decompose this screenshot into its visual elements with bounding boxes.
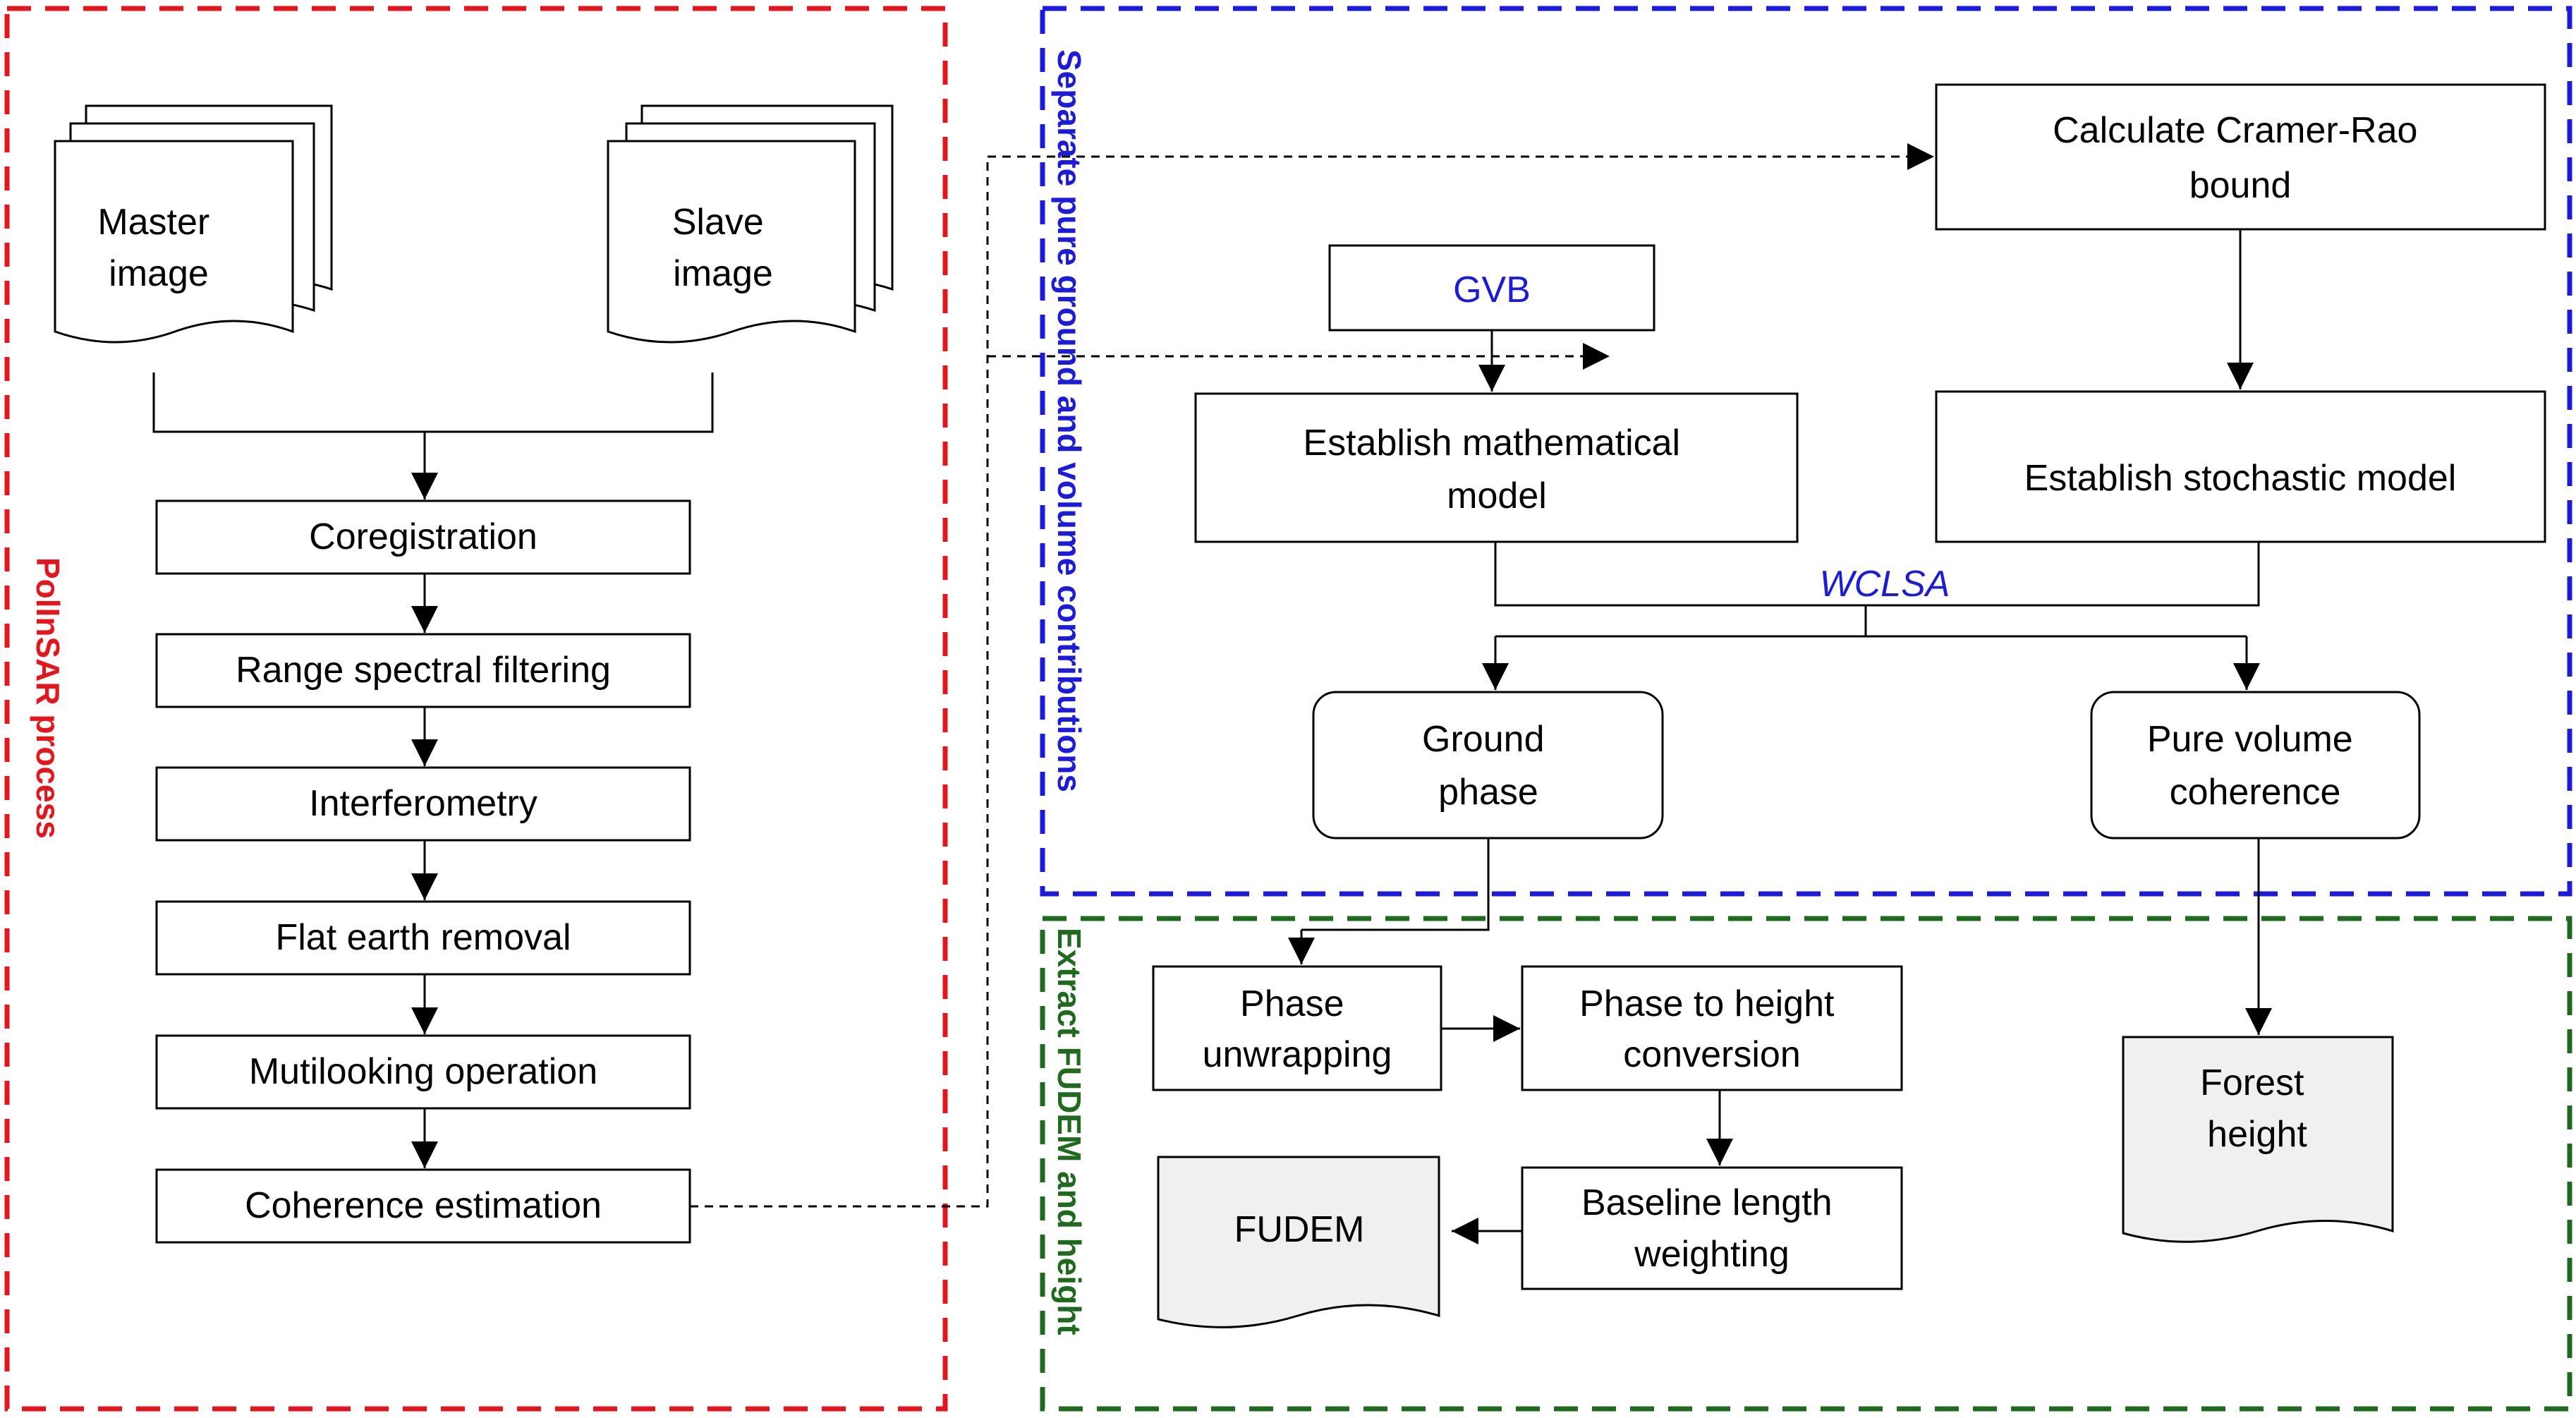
svg-text:Establish mathematical m: Establish mathematical model bbox=[1303, 423, 1690, 516]
svg-text:Ground phase: Ground phase bbox=[1422, 719, 1555, 813]
gvb-box: GVB bbox=[1328, 244, 1655, 332]
svg-text:Mutilooking operation: Mutilooking operation bbox=[249, 1051, 597, 1092]
baseline-weighting-box: Baseline length weighting bbox=[1521, 1166, 1903, 1290]
svg-text:GVB: GVB bbox=[1453, 269, 1531, 310]
svg-text:Coregistration: Coregistration bbox=[309, 516, 537, 557]
stochastic-model-box: Establish stochastic model bbox=[1935, 390, 2546, 543]
region-polinsar-frame bbox=[4, 6, 948, 1412]
slave-image-node: Slave image bbox=[607, 104, 894, 344]
svg-text:Flat earth removal: Flat earth removal bbox=[275, 917, 571, 958]
forest-height-document: Forest height bbox=[2122, 1036, 2394, 1243]
mathematical-model-box: Establish mathematical model bbox=[1194, 392, 1799, 543]
ground-phase-box: Ground phase bbox=[1312, 691, 1664, 840]
master-image-label: Master image bbox=[97, 202, 219, 294]
region-polinsar-title: PolInSAR process bbox=[30, 557, 66, 839]
range-spectral-filtering-box: Range spectral filtering bbox=[155, 633, 691, 708]
svg-text:Interferometry: Interferometry bbox=[309, 783, 537, 824]
svg-text:Forest height: Forest height bbox=[2200, 1062, 2314, 1155]
svg-text:Calculate Cramer-Rao bo: Calculate Cramer-Rao bound bbox=[2053, 110, 2428, 206]
region-separate-frame bbox=[1040, 6, 2572, 897]
master-image-node: Master image bbox=[54, 104, 333, 344]
svg-text:Establish stochastic model: Establish stochastic model bbox=[2024, 458, 2457, 499]
coherence-estimation-box: Coherence estimation bbox=[155, 1168, 691, 1244]
phase-unwrapping-box: Phase unwrapping bbox=[1152, 965, 1442, 1091]
flat-earth-removal-box: Flat earth removal bbox=[155, 900, 691, 976]
svg-text:Coherence estimation: Coherence estimation bbox=[245, 1185, 602, 1226]
phase-to-height-box: Phase to height conversion bbox=[1521, 965, 1903, 1091]
cramer-rao-box: Calculate Cramer-Rao bound bbox=[1935, 83, 2546, 231]
coregistration-box: Coregistration bbox=[155, 499, 691, 575]
region-extract-frame bbox=[1040, 916, 2572, 1412]
svg-text:Pure volume coherence: Pure volume coherence bbox=[2147, 719, 2363, 813]
region-extract-title: Extract FUDEM and height bbox=[1051, 928, 1088, 1335]
pure-volume-coherence-box: Pure volume coherence bbox=[2090, 691, 2421, 840]
svg-text:Phase unwrapping: Phase unwrapping bbox=[1203, 983, 1392, 1075]
multilooking-operation-box: Mutilooking operation bbox=[155, 1034, 691, 1110]
wclsa-label: WCLSA bbox=[1820, 564, 1950, 605]
slave-image-label: Slave image bbox=[672, 202, 774, 294]
fudem-document: FUDEM bbox=[1157, 1156, 1440, 1328]
svg-text:Phase to height conversi: Phase to height conversion bbox=[1579, 983, 1845, 1075]
svg-text:FUDEM: FUDEM bbox=[1234, 1209, 1365, 1250]
region-separate-title: Separate pure ground and volume contribu… bbox=[1051, 49, 1088, 792]
interferometry-box: Interferometry bbox=[155, 766, 691, 842]
svg-text:Baseline length weightin: Baseline length weighting bbox=[1581, 1182, 1842, 1275]
svg-text:Range spectral filtering: Range spectral filtering bbox=[236, 650, 611, 691]
